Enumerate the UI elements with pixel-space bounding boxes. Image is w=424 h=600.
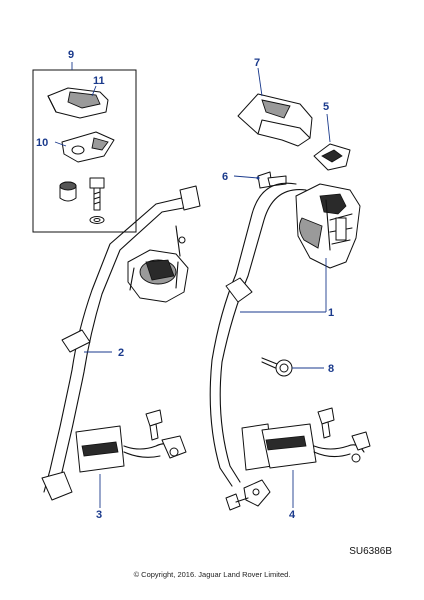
spacer-part — [59, 181, 77, 202]
rear-belt-webbing — [41, 185, 201, 501]
callout-2: 2 — [118, 347, 124, 359]
bolt-part — [89, 177, 105, 211]
callout-3: 3 — [96, 509, 102, 521]
fixing-kit-inset — [32, 62, 137, 233]
diagram-reference: SU6386B — [349, 546, 392, 557]
callout-10: 10 — [36, 137, 48, 149]
front-lower-anchor-part — [225, 479, 271, 511]
anchor-plate-part — [61, 131, 115, 163]
right-buckle-part — [241, 407, 371, 471]
callout-5: 5 — [323, 101, 329, 113]
webbing-guide-bezel-part — [313, 143, 351, 171]
callout-1: 1 — [328, 307, 334, 319]
callout-4: 4 — [289, 509, 296, 521]
front-belt-retractor-part — [295, 183, 361, 269]
callout-9: 9 — [68, 49, 74, 61]
retractor-bolt-part — [257, 171, 287, 189]
front-belt-webbing — [209, 182, 307, 487]
callout-11: 11 — [93, 75, 105, 87]
callout-6: 6 — [222, 171, 228, 183]
callout-7: 7 — [254, 57, 260, 69]
copyright-notice: © Copyright, 2016. Jaguar Land Rover Lim… — [133, 570, 291, 579]
left-buckle-part — [75, 409, 187, 473]
upper-trim-cover-part — [237, 93, 313, 147]
callout-8: 8 — [328, 363, 334, 375]
anchor-pin-part — [261, 357, 293, 377]
rear-belt-retractor-part — [127, 225, 189, 303]
